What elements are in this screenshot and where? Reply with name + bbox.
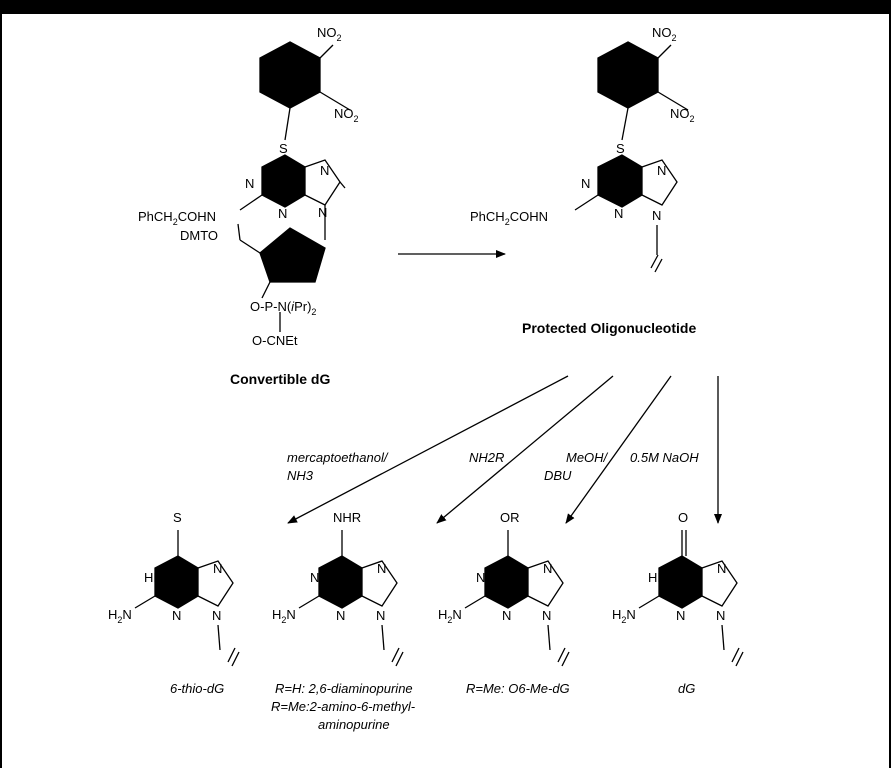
p1-n9-label: N — [212, 608, 221, 623]
product-thio-dg — [134, 530, 240, 667]
no2-side-label-2: NO2 — [670, 106, 695, 124]
dmto-label: DMTO — [180, 228, 218, 243]
p2-n3-label: N — [336, 608, 345, 623]
n1-label-2: N — [581, 176, 590, 191]
product-dg — [638, 530, 744, 667]
n3-label-2: N — [614, 206, 623, 221]
reagent-2-line1: NH2R — [469, 450, 504, 465]
reagent-1-line1: mercaptoethanol/ — [287, 450, 389, 465]
phosphoramidite-label: O-P-N(iPr)2 — [250, 299, 316, 317]
reagent-1-line2: NH3 — [287, 468, 314, 483]
product-o6-me-dg — [464, 530, 570, 667]
p3-caption: R=Me: O6-Me-dG — [466, 681, 570, 696]
convertible-dg-caption: Convertible dG — [230, 371, 330, 387]
n7-label: N — [320, 163, 329, 178]
benzene-ring — [259, 41, 321, 109]
p2-n7-label: N — [377, 561, 386, 576]
p4-n9-label: N — [716, 608, 725, 623]
benzene-ring-2 — [597, 41, 659, 109]
p3-top-label: OR — [500, 510, 520, 525]
arrow-to-o6-me-dg — [565, 375, 672, 524]
no2-side-label: NO2 — [334, 106, 359, 124]
top-border-bar — [0, 0, 891, 14]
p2-h2n-label: H2N — [272, 607, 296, 625]
p2-n1-label: N — [310, 570, 319, 585]
n9-label-2: N — [652, 208, 661, 223]
p2-n9-label: N — [376, 608, 385, 623]
p3-n9-label: N — [542, 608, 551, 623]
no2-top-label-2: NO2 — [652, 25, 677, 43]
product-diaminopurine — [298, 530, 404, 667]
protected-oligo-caption: Protected Oligonucleotide — [522, 320, 696, 336]
p3-n3-label: N — [502, 608, 511, 623]
p4-top-label: O — [678, 510, 688, 525]
no2-top-label: NO2 — [317, 25, 342, 43]
p4-n7-label: N — [717, 561, 726, 576]
purine-six-ring — [261, 154, 306, 208]
p1-top-label: S — [173, 510, 182, 525]
amide-label: PhCH2COHN — [138, 209, 216, 227]
n9-label: N — [318, 205, 327, 220]
p1-h2n-label: H2N — [108, 607, 132, 625]
sulfur-label-2: S — [616, 141, 625, 156]
p4-h2n-label: H2N — [612, 607, 636, 625]
n1-label: N — [245, 176, 254, 191]
purine-six-ring-2 — [597, 154, 643, 208]
convertible-dg-structure — [237, 41, 351, 332]
p3-n1-label: N — [476, 570, 485, 585]
sulfur-label: S — [279, 141, 288, 156]
p2-caption-line3: aminopurine — [318, 717, 390, 732]
cyanoethyl-label: O-CNEt — [252, 333, 298, 348]
n7-label-2: N — [657, 163, 666, 178]
ring-oxygen-label: O — [284, 246, 294, 261]
arrow-to-diaminopurine — [436, 375, 614, 524]
reagent-4-line1: 0.5M NaOH — [630, 450, 699, 465]
p2-caption-line2: R=Me:2-amino-6-methyl- — [271, 699, 416, 714]
p1-n3-label: N — [172, 608, 181, 623]
protected-oligonucleotide-structure — [574, 41, 689, 273]
arrow-to-thio-dg — [287, 375, 569, 524]
p3-h2n-label: H2N — [438, 607, 462, 625]
ribose-ring — [259, 227, 326, 283]
reagent-3-line2: DBU — [544, 468, 572, 483]
p4-hn-label: HN — [648, 570, 667, 585]
p4-n3-label: N — [676, 608, 685, 623]
p2-caption-line1: R=H: 2,6-diaminopurine — [275, 681, 413, 696]
p4-caption: dG — [678, 681, 695, 696]
p2-top-label: NHR — [333, 510, 361, 525]
reagent-3-line1: MeOH/ — [566, 450, 609, 465]
n3-label: N — [278, 206, 287, 221]
p3-n7-label: N — [543, 561, 552, 576]
p1-n7-label: N — [213, 561, 222, 576]
amide-label-2: PhCH2COHN — [470, 209, 548, 227]
p1-hn-label: HN — [144, 570, 163, 585]
p1-caption: 6-thio-dG — [170, 681, 224, 696]
